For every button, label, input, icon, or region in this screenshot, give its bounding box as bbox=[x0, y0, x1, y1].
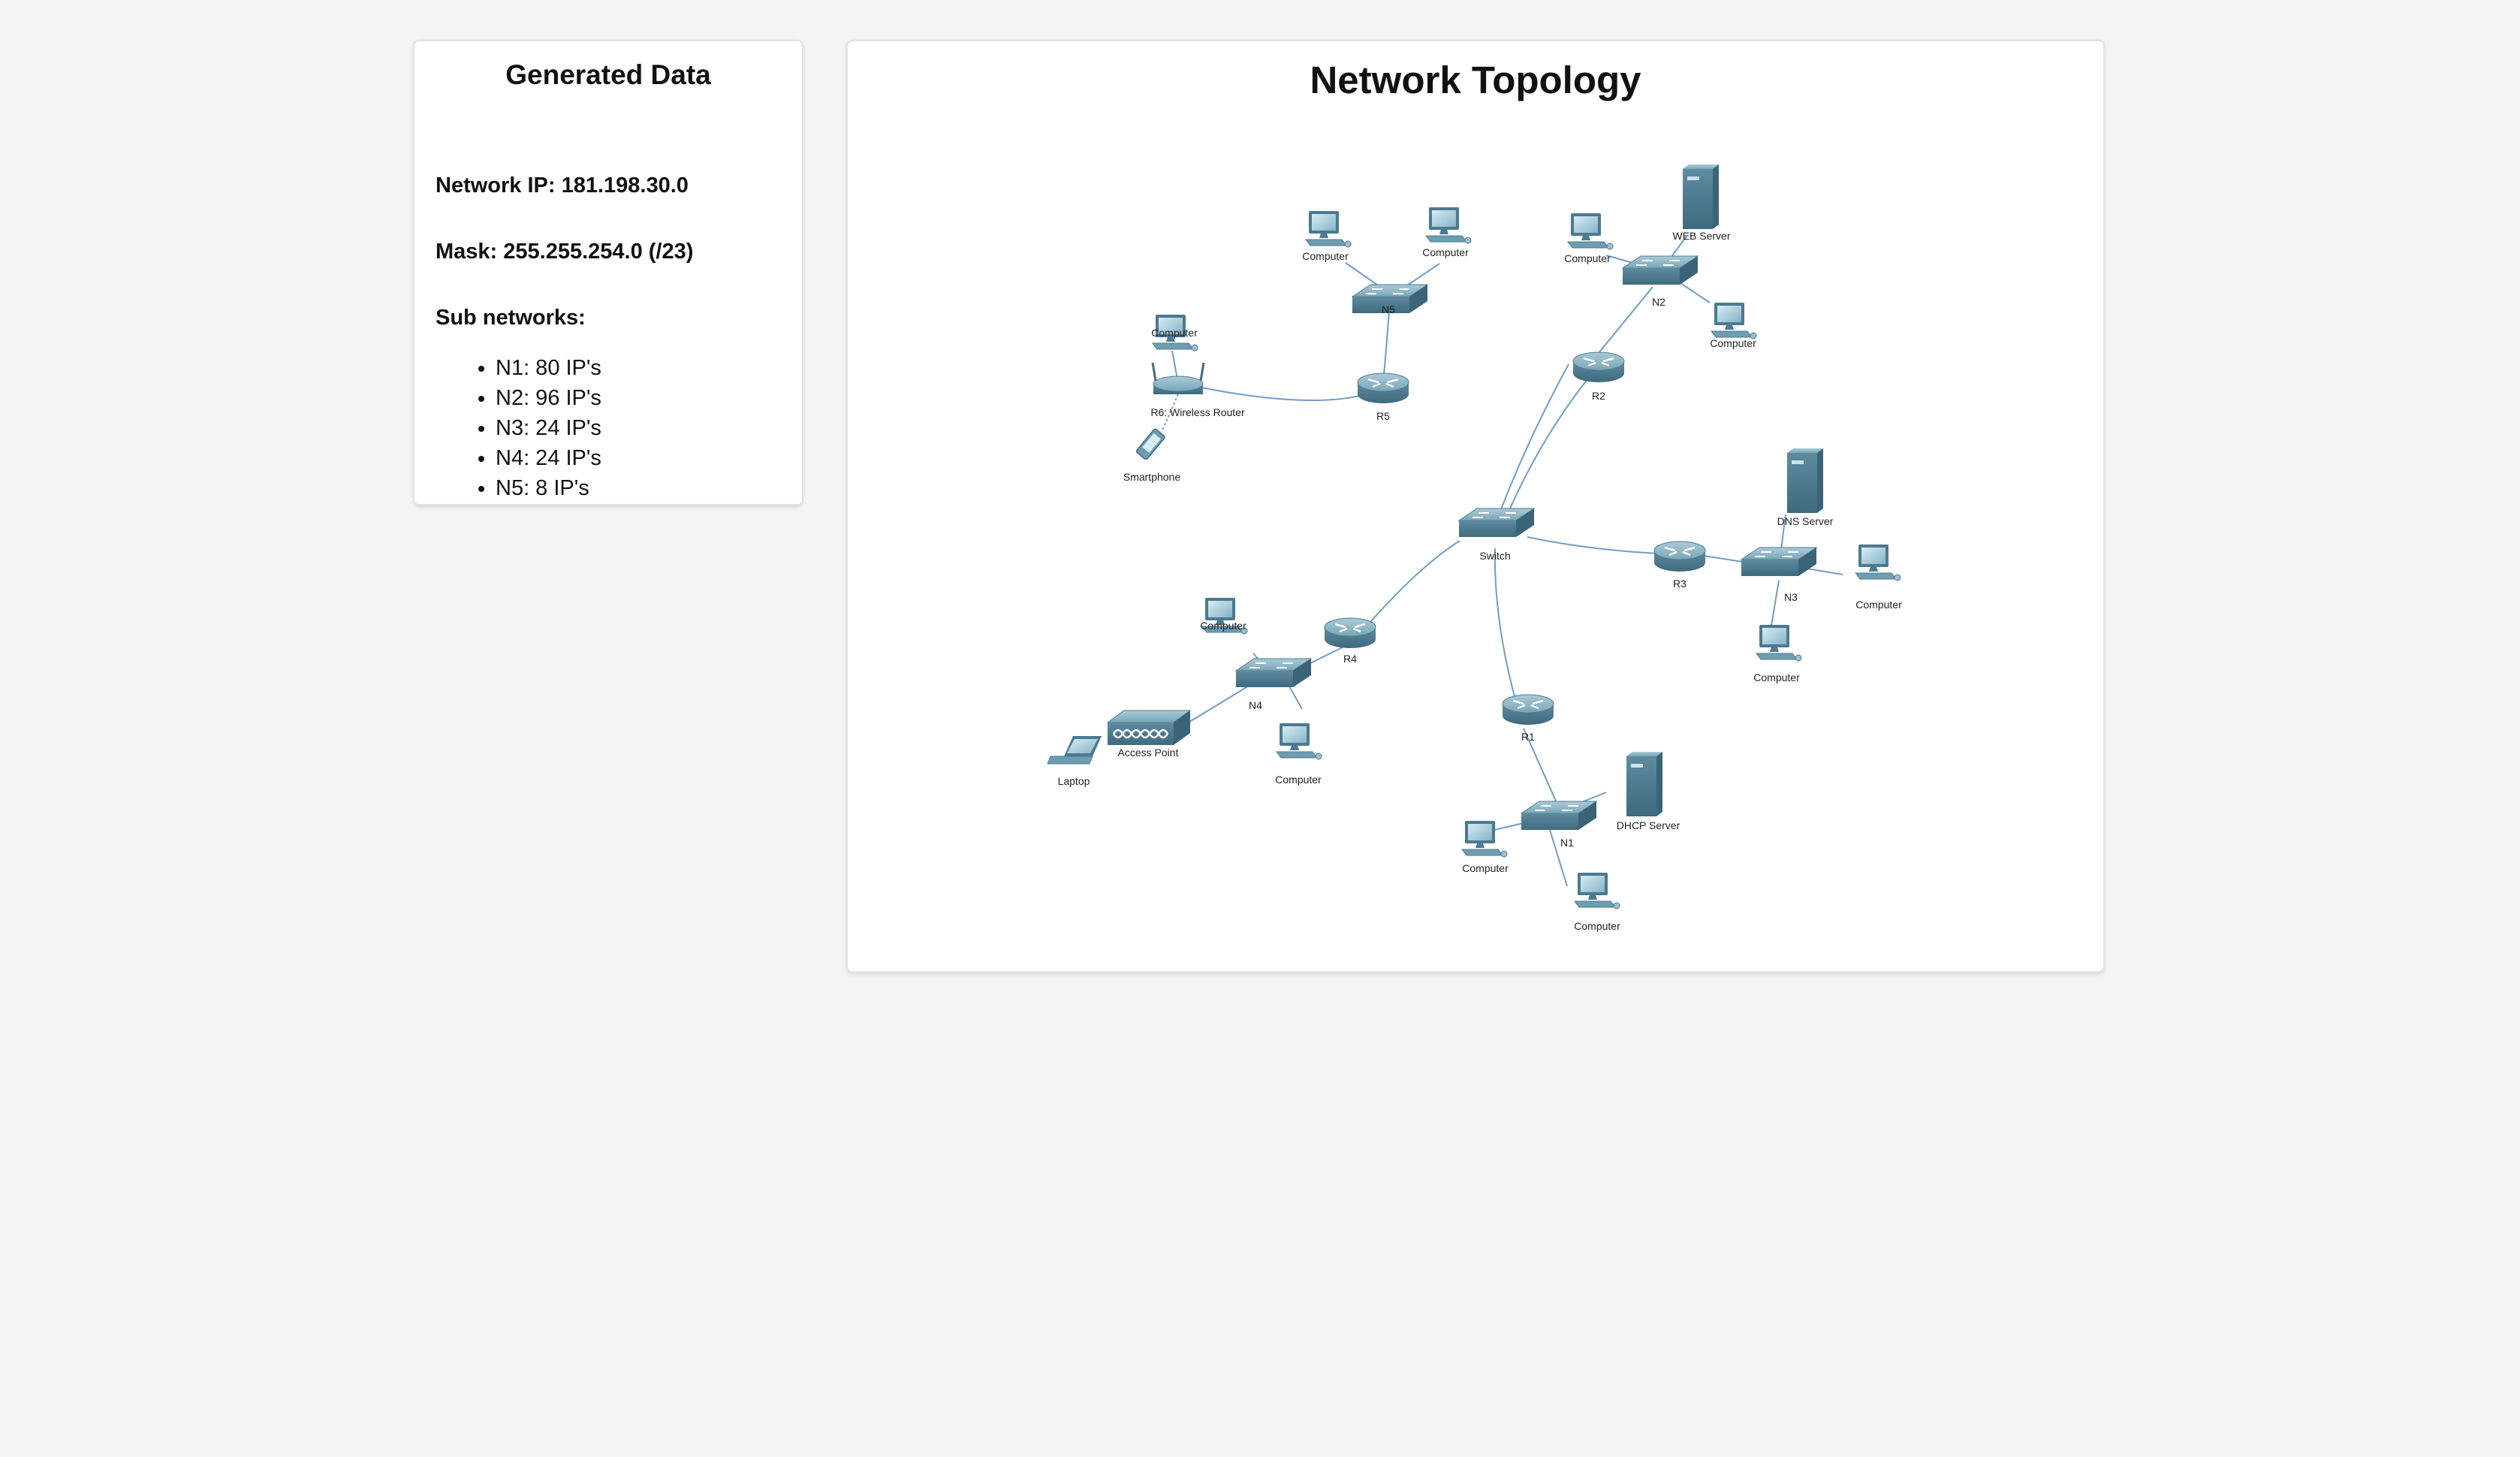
router-label: R4 bbox=[1343, 653, 1357, 665]
link-switch-r2 bbox=[1502, 371, 1594, 526]
switch-n5[interactable]: N5 bbox=[1352, 284, 1428, 315]
wireless-router-r6[interactable]: R6: Wireless Router bbox=[1150, 362, 1245, 418]
router-r2[interactable]: R2 bbox=[1572, 351, 1626, 402]
generated-data-panel: Generated Data Network IP: 181.198.30.0 … bbox=[413, 40, 803, 505]
network-links bbox=[1161, 236, 1843, 887]
link-n3-computer bbox=[1771, 580, 1780, 626]
computer-n4-b[interactable]: Computer bbox=[1275, 722, 1322, 786]
switch-n4[interactable]: N4 bbox=[1235, 658, 1312, 711]
link-n4-ap bbox=[1186, 684, 1251, 724]
switch-n3[interactable]: N3 bbox=[1741, 547, 1817, 603]
switch-label: N4 bbox=[1249, 699, 1262, 711]
smartphone-label: Smartphone bbox=[1123, 471, 1180, 483]
central-switch[interactable]: Switch bbox=[1458, 508, 1535, 562]
computer-label: Computer bbox=[1564, 252, 1611, 264]
router-r5[interactable]: R5 bbox=[1356, 372, 1410, 422]
link-n5-computer bbox=[1404, 263, 1440, 288]
topology-title: Network Topology bbox=[1310, 59, 1641, 101]
panel-title: Generated Data bbox=[505, 59, 711, 90]
computer-label: Computer bbox=[1200, 620, 1246, 632]
router-label: R3 bbox=[1673, 578, 1687, 590]
computer-label: Computer bbox=[1855, 599, 1902, 611]
computer-label: Computer bbox=[1574, 920, 1620, 932]
router-label: R2 bbox=[1592, 390, 1605, 402]
computer-n3-b[interactable]: Computer bbox=[1753, 624, 1802, 683]
subnetwork-item: N3: 24 IP's bbox=[496, 413, 601, 443]
server-label: WEB Server bbox=[1672, 230, 1730, 242]
link-n1-computer bbox=[1549, 829, 1568, 887]
network-ip: Network IP: 181.198.30.0 bbox=[436, 173, 689, 198]
link-n1-computer bbox=[1494, 822, 1524, 831]
computer-label: Computer bbox=[1151, 327, 1198, 339]
subnetwork-item: N1: 80 IP's bbox=[496, 353, 601, 383]
computer-n2-a[interactable]: Computer bbox=[1564, 213, 1614, 264]
laptop[interactable]: Laptop bbox=[1047, 736, 1102, 787]
router-label: R6: Wireless Router bbox=[1150, 406, 1245, 418]
computer-n1-a[interactable]: Computer bbox=[1461, 820, 1509, 874]
computer-n2-b[interactable]: Computer bbox=[1710, 302, 1757, 349]
router-r4[interactable]: R4 bbox=[1323, 617, 1377, 665]
link-r5-r6 bbox=[1197, 386, 1384, 401]
router-r1[interactable]: R1 bbox=[1501, 693, 1555, 743]
router-r3[interactable]: R3 bbox=[1653, 540, 1707, 590]
subnetwork-item: N4: 24 IP's bbox=[496, 443, 601, 473]
switch-label: N2 bbox=[1652, 296, 1665, 308]
computer-n5-a[interactable]: Computer bbox=[1302, 210, 1352, 262]
link-n3-server bbox=[1780, 514, 1786, 551]
topology-diagram: Switch R5 N5 Computer Computer R6: Wirel… bbox=[1047, 164, 1902, 932]
computer-r6[interactable]: Computer bbox=[1151, 314, 1198, 351]
dhcp-server[interactable]: DHCP Server bbox=[1617, 752, 1681, 831]
link-r5-n5 bbox=[1382, 311, 1390, 385]
smartphone[interactable]: Smartphone bbox=[1123, 428, 1180, 483]
server-label: DHCP Server bbox=[1617, 819, 1681, 831]
subnetwork-item: N5: 8 IP's bbox=[496, 473, 601, 503]
dns-server[interactable]: DNS Server bbox=[1777, 448, 1834, 527]
link-r2-n2 bbox=[1598, 286, 1653, 354]
subnetwork-item: N2: 96 IP's bbox=[496, 383, 601, 413]
computer-n4-a[interactable]: Computer bbox=[1200, 597, 1248, 635]
computer-label: Computer bbox=[1710, 337, 1756, 349]
link-switch-r1 bbox=[1494, 548, 1517, 703]
computer-n5-b[interactable]: Computer bbox=[1422, 207, 1472, 258]
switch-label: N3 bbox=[1784, 591, 1798, 603]
router-label: R5 bbox=[1376, 410, 1390, 422]
link-n2-computer bbox=[1675, 279, 1711, 303]
link-r3-n3 bbox=[1703, 555, 1748, 563]
subnetworks-heading: Sub networks: bbox=[436, 306, 586, 330]
subnetworks-list: N1: 80 IP's N2: 96 IP's N3: 24 IP's N4: … bbox=[475, 353, 601, 503]
switch-label: Switch bbox=[1479, 550, 1510, 562]
computer-label: Computer bbox=[1753, 671, 1800, 683]
laptop-label: Laptop bbox=[1058, 775, 1090, 787]
access-point-label: Access Point bbox=[1118, 747, 1179, 759]
switch-label: N5 bbox=[1382, 303, 1395, 315]
computer-label: Computer bbox=[1462, 862, 1509, 874]
web-server[interactable]: WEB Server bbox=[1672, 164, 1731, 242]
server-label: DNS Server bbox=[1777, 515, 1834, 527]
computer-label: Computer bbox=[1275, 774, 1322, 786]
computer-label: Computer bbox=[1422, 246, 1469, 258]
switch-n1[interactable]: N1 bbox=[1521, 801, 1597, 849]
computer-n1-b[interactable]: Computer bbox=[1574, 872, 1620, 932]
link-r1-n1 bbox=[1523, 728, 1558, 805]
access-point[interactable]: Access Point bbox=[1106, 710, 1192, 759]
network-mask: Mask: 255.255.254.0 (/23) bbox=[436, 240, 694, 264]
computer-n3-a[interactable]: Computer bbox=[1855, 544, 1902, 611]
switch-label: N1 bbox=[1560, 837, 1574, 849]
router-label: R1 bbox=[1521, 731, 1535, 743]
link-switch-r5 bbox=[1493, 363, 1569, 530]
switch-n2[interactable]: N2 bbox=[1622, 255, 1699, 308]
network-topology-panel: Network Topology bbox=[846, 40, 2105, 973]
link-n5-computer bbox=[1345, 262, 1381, 288]
link-switch-r4 bbox=[1365, 540, 1460, 628]
computer-label: Computer bbox=[1302, 250, 1349, 262]
